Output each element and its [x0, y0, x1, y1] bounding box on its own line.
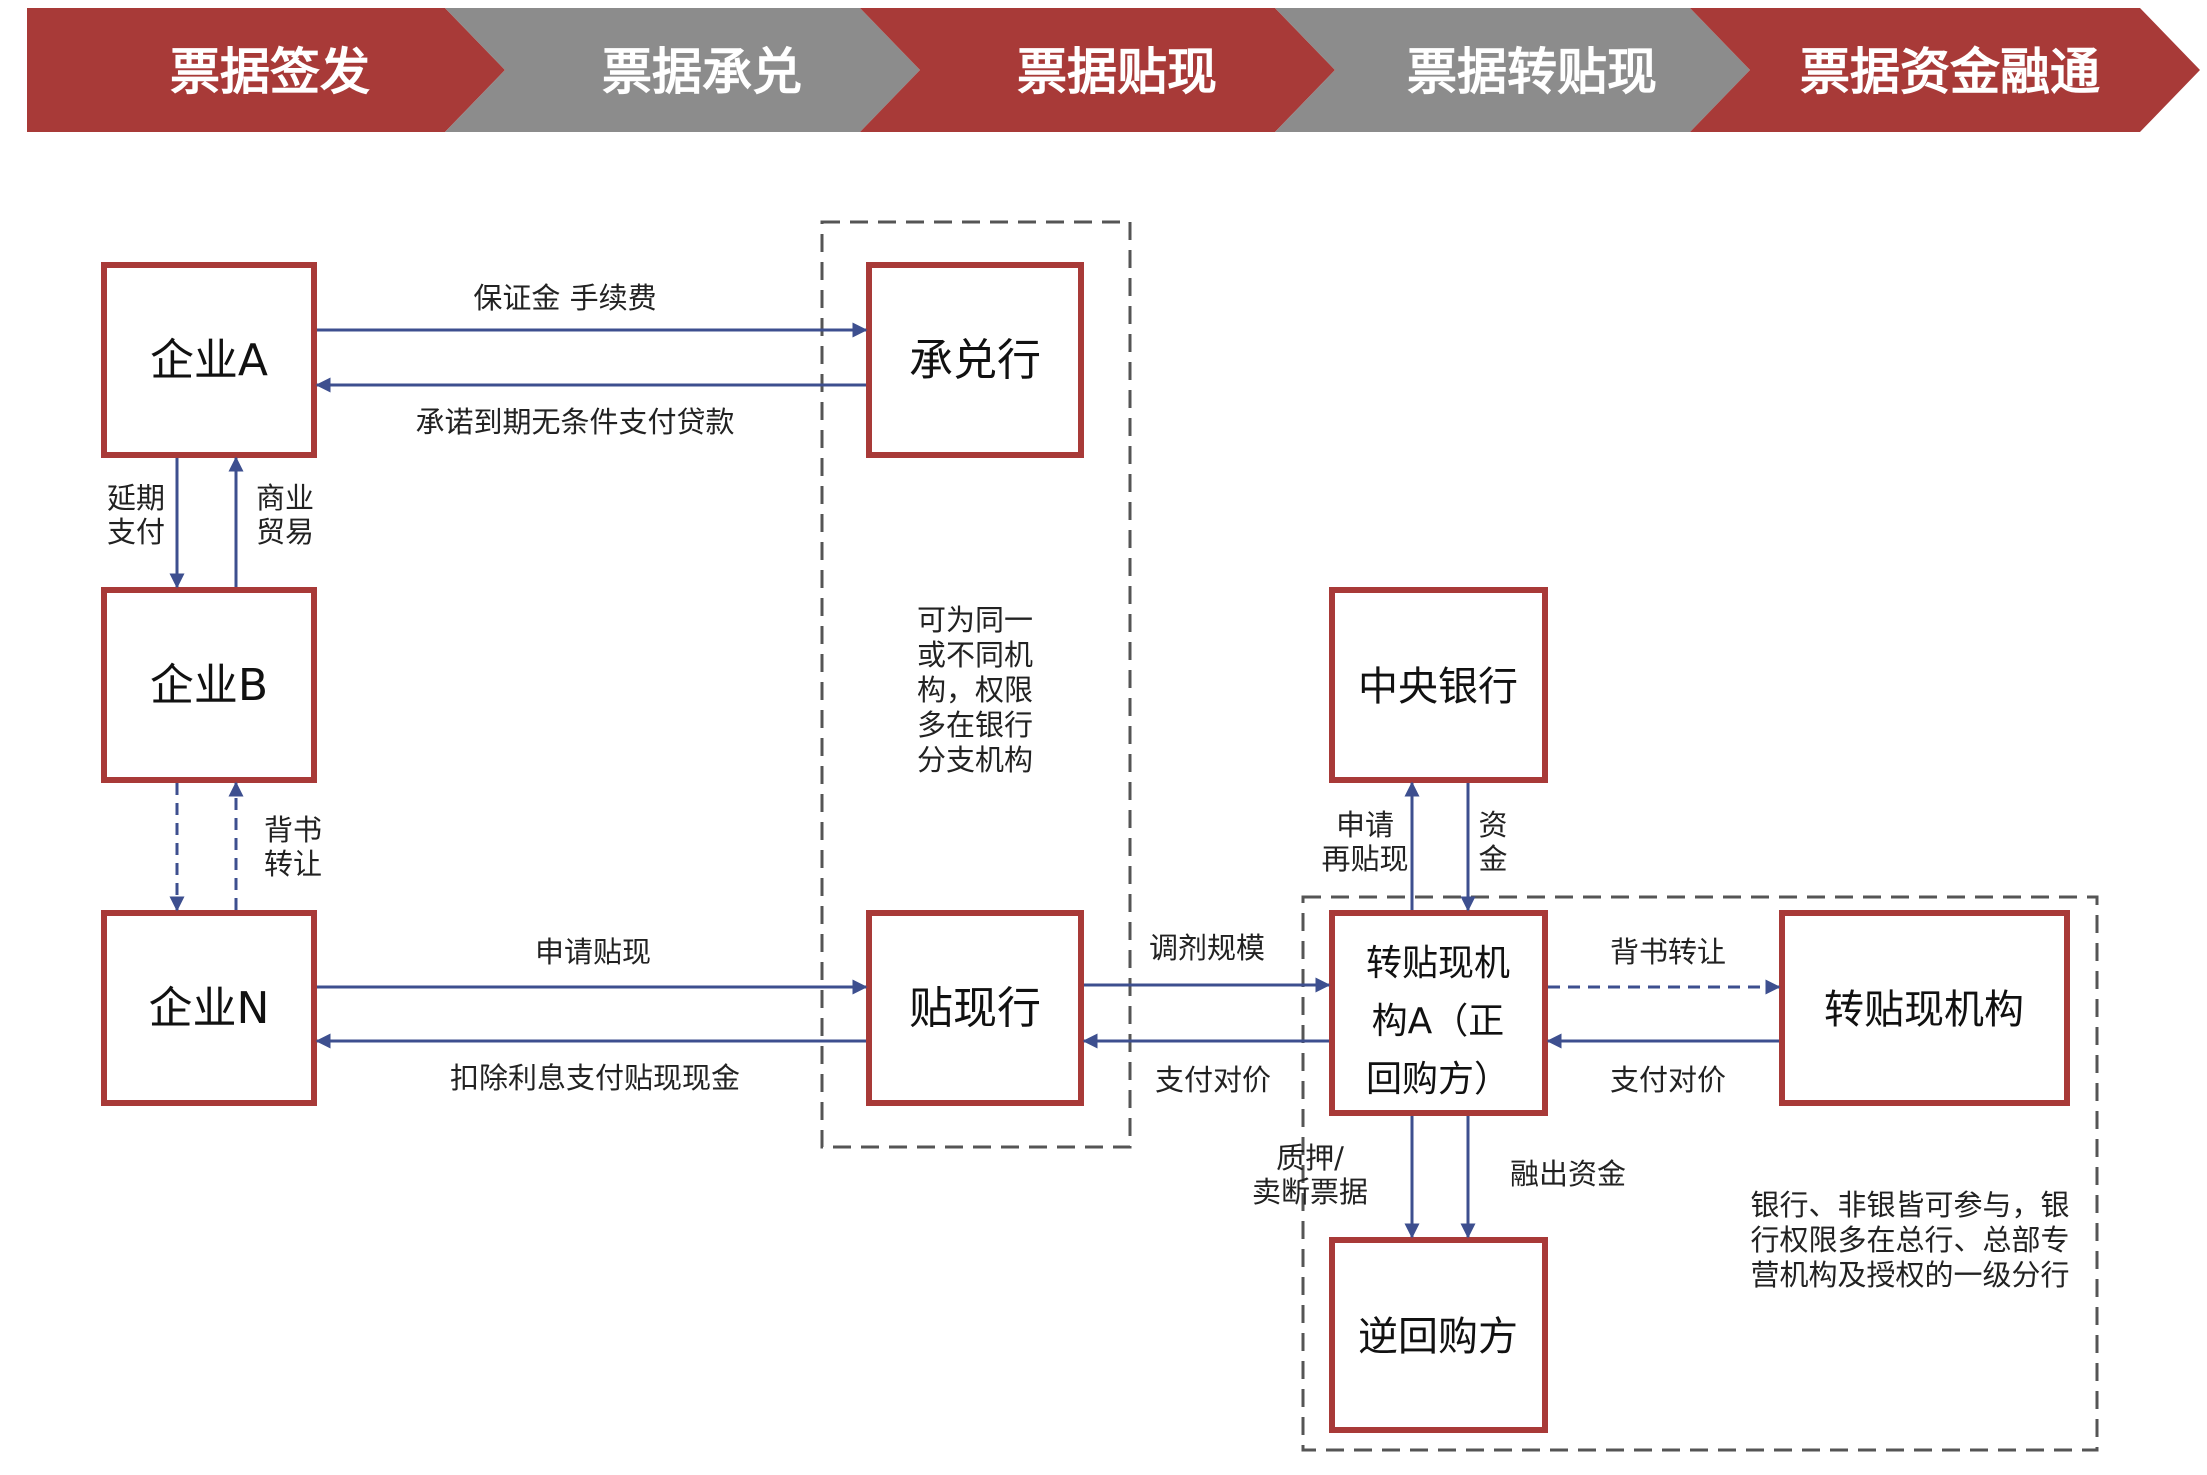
- label-endorse-transfer-r: 背书转让: [1610, 935, 1726, 969]
- note-banks-line-2: 行权限多在总行、总部专: [1750, 1223, 2069, 1257]
- stage-chevron-1: [27, 8, 505, 132]
- bank-region-note: 可为同一 或不同机 构，权限 多在银行 分支机构: [917, 603, 1033, 777]
- note-same-line-3: 构，权限: [917, 673, 1033, 707]
- note-same-line-1: 可为同一: [917, 603, 1033, 637]
- label-apply-rediscount-2: 再贴现: [1321, 842, 1408, 876]
- stage-chevron-3: [860, 8, 1335, 132]
- note-same-line-5: 分支机构: [917, 743, 1033, 777]
- rediscount-region: [1301, 895, 2099, 1452]
- label-apply-rediscount-1: 申请: [1336, 808, 1394, 842]
- label-deduct-interest: 扣除利息支付贴现现金: [450, 1061, 740, 1095]
- central-bank-box: [1329, 587, 1548, 783]
- label-pledge-sell-1: 质押/: [1276, 1141, 1344, 1175]
- enterprise-b-label: 企业B: [150, 660, 268, 711]
- label-pay-consideration-1: 支付对价: [1155, 1063, 1271, 1097]
- rediscount-a-line-1: 转贴现机: [1366, 943, 1510, 984]
- label-deferred-pay-1: 延期: [107, 481, 165, 515]
- stage-label-4: 票据转贴现: [1407, 43, 1657, 101]
- note-same-line-2: 或不同机: [917, 638, 1033, 672]
- stage-chevron-5: [1690, 8, 2200, 132]
- enterprise-n-box: [101, 910, 317, 1106]
- label-commercial-trade-1: 商业: [256, 481, 314, 515]
- label-endorse-b-2: 转让: [264, 847, 322, 881]
- note-banks-line-3: 营机构及授权的一级分行: [1750, 1258, 2069, 1292]
- label-margin-fee: 保证金 手续费: [473, 281, 656, 315]
- label-pay-consideration-2: 支付对价: [1610, 1063, 1726, 1097]
- label-endorse-b-1: 背书: [264, 813, 322, 847]
- reverse-repo-label: 逆回购方: [1358, 1314, 1518, 1360]
- rediscount-a-line-2: 构A（正: [1372, 1001, 1505, 1042]
- rediscount-a-box: [1329, 910, 1548, 1116]
- enterprise-a-label: 企业A: [150, 335, 268, 386]
- label-commercial-trade-2: 贸易: [256, 515, 314, 549]
- rediscount-region-note: 银行、非银皆可参与，银 行权限多在总行、总部专 营机构及授权的一级分行: [1750, 1188, 2069, 1292]
- label-pledge-sell-2: 卖断票据: [1252, 1175, 1368, 1209]
- discount-bank-label: 贴现行: [909, 983, 1041, 1034]
- enterprise-a-box: [101, 262, 317, 458]
- stage-chevron-4: [1275, 8, 1750, 132]
- enterprise-n-label: 企业N: [149, 983, 270, 1034]
- stage-label-5: 票据资金融通: [1800, 43, 2100, 101]
- label-funds-2: 金: [1478, 842, 1507, 876]
- reverse-repo-box: [1329, 1237, 1548, 1433]
- rediscount-inst-box: [1779, 910, 2070, 1106]
- acceptor-bank-box: [866, 262, 1084, 458]
- label-deferred-pay-2: 支付: [107, 515, 165, 549]
- note-banks-line-1: 银行、非银皆可参与，银: [1750, 1188, 2069, 1222]
- label-apply-discount: 申请贴现: [535, 935, 651, 969]
- rediscount-inst-label: 转贴现机构: [1824, 987, 2024, 1033]
- stage-label-3: 票据贴现: [1017, 43, 1217, 101]
- label-lend-funds: 融出资金: [1510, 1157, 1626, 1191]
- bank-region: [820, 220, 1132, 1149]
- discount-bank-box: [866, 910, 1084, 1106]
- acceptor-bank-label: 承兑行: [909, 335, 1041, 386]
- label-funds-1: 资: [1478, 808, 1507, 842]
- label-adjust-scale: 调剂规模: [1149, 931, 1265, 965]
- stage-header: 票据签发 票据承兑 票据贴现 票据转贴现 票据资金融通: [27, 8, 2200, 132]
- enterprise-b-box: [101, 587, 317, 783]
- note-same-line-4: 多在银行: [917, 708, 1033, 742]
- rediscount-a-line-3: 回购方）: [1366, 1059, 1510, 1100]
- stage-label-1: 票据签发: [170, 43, 370, 101]
- central-bank-label: 中央银行: [1358, 664, 1518, 710]
- stage-chevron-2: [445, 8, 920, 132]
- label-promise-pay: 承诺到期无条件支付贷款: [415, 405, 734, 439]
- stage-label-2: 票据承兑: [602, 43, 802, 101]
